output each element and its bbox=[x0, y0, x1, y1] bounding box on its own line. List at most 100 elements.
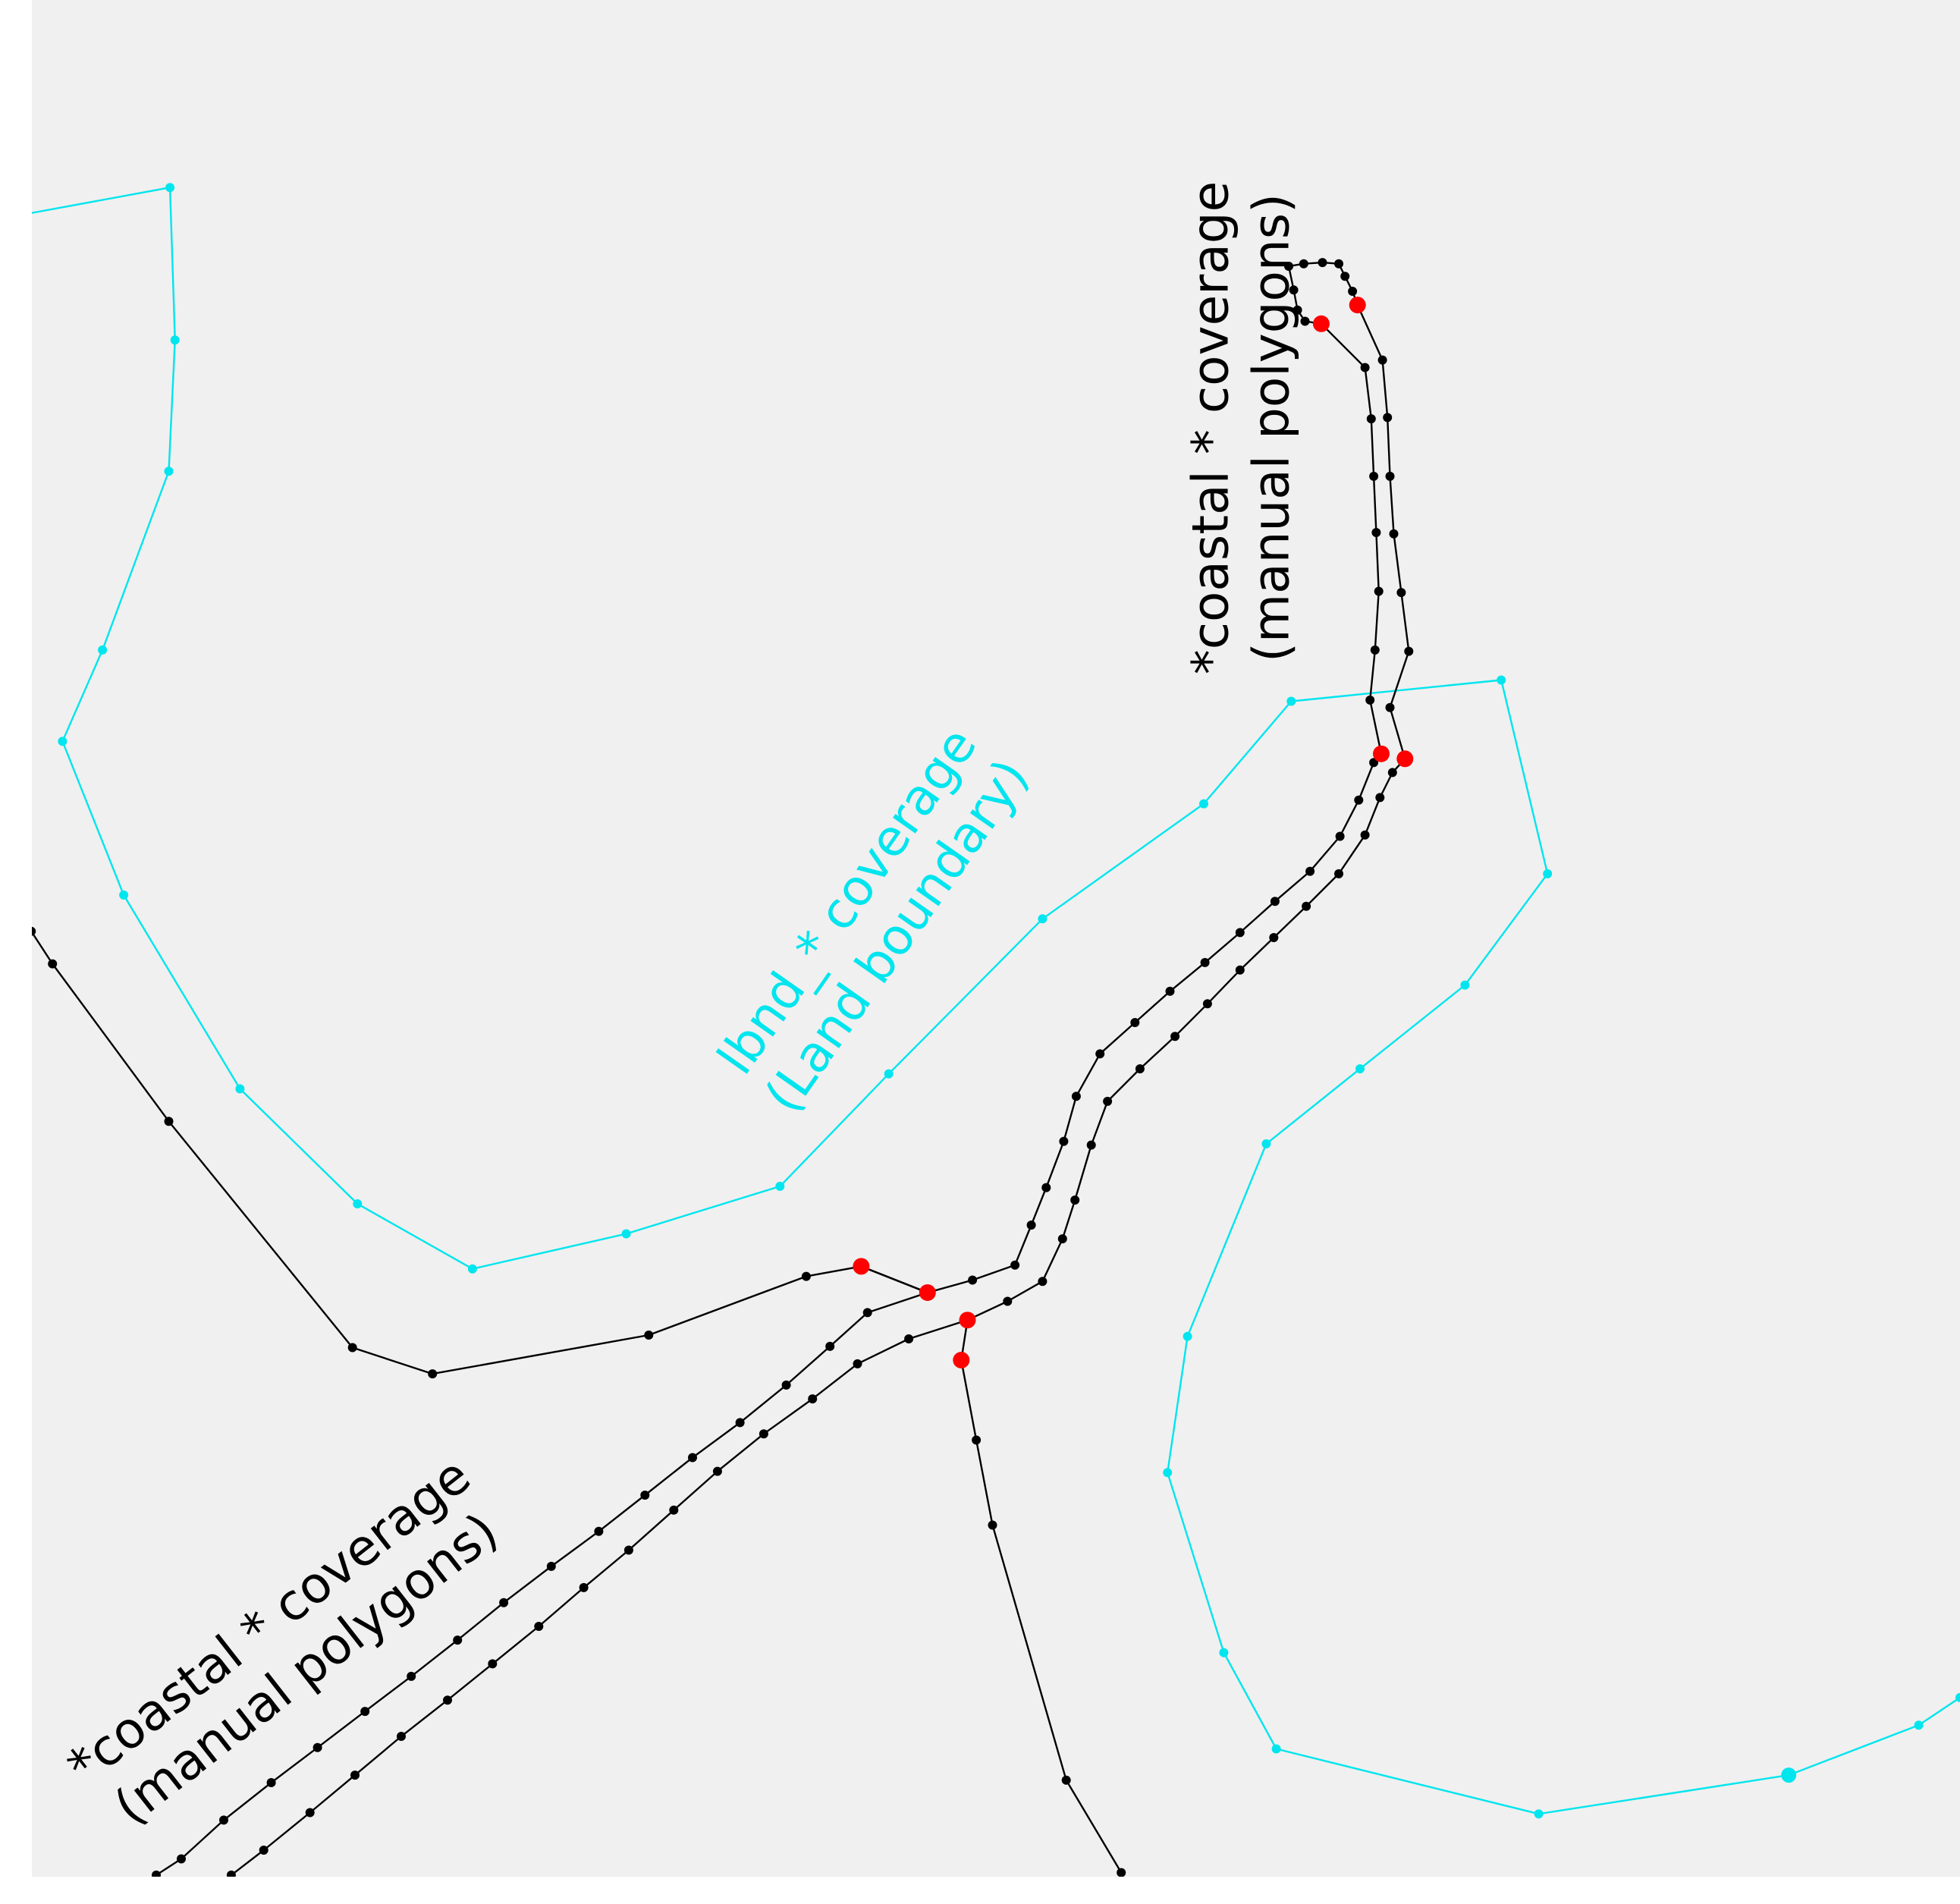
junction-node-vertex[interactable] bbox=[919, 1284, 936, 1301]
coastal-channel-bank-a-vertex[interactable] bbox=[1095, 1049, 1105, 1059]
land-boundary-line-vertex[interactable] bbox=[1219, 1648, 1229, 1657]
coastal-channel-bank-a-vertex[interactable] bbox=[1165, 986, 1175, 996]
coastal-diagonal-bank-2-vertex[interactable] bbox=[488, 1659, 498, 1669]
land-boundary-line-vertex[interactable] bbox=[1534, 1809, 1544, 1819]
coastal-diagonal-bank-1-vertex[interactable] bbox=[313, 1742, 322, 1752]
land-boundary-line-vertex[interactable] bbox=[1355, 1064, 1365, 1073]
coastal-line-west-vertex[interactable] bbox=[48, 959, 58, 969]
coastal-channel-bank-a-vertex[interactable] bbox=[1059, 1136, 1069, 1146]
land-boundary-line-vertex[interactable] bbox=[98, 645, 108, 655]
junction-node-vertex[interactable] bbox=[1349, 297, 1366, 314]
coastal-line-west-vertex[interactable] bbox=[428, 1369, 438, 1379]
land-boundary-line-vertex[interactable] bbox=[164, 467, 174, 476]
coastal-channel-bank-a-vertex[interactable] bbox=[1026, 1221, 1036, 1230]
coastal-channel-bank-a-vertex[interactable] bbox=[1305, 866, 1315, 876]
coastal-diagonal-bank-2-vertex[interactable] bbox=[226, 1870, 236, 1877]
coastal-diagonal-bank-2-vertex[interactable] bbox=[305, 1808, 315, 1818]
coastal-diagonal-bank-2-vertex[interactable] bbox=[669, 1505, 679, 1515]
land-boundary-line-vertex[interactable] bbox=[1199, 799, 1208, 809]
coastal-inlet-west-bank-vertex[interactable] bbox=[1365, 695, 1375, 705]
coastal-inlet-west-bank-vertex[interactable] bbox=[1369, 471, 1379, 481]
coastal-diagonal-bank-2-vertex[interactable] bbox=[759, 1429, 768, 1439]
coastal-inlet-west-bank-vertex[interactable] bbox=[1370, 645, 1380, 655]
land-boundary-line-vertex[interactable] bbox=[1955, 1692, 1960, 1702]
junction-node-vertex[interactable] bbox=[1312, 315, 1330, 332]
coastal-diagonal-bank-1[interactable] bbox=[155, 1291, 928, 1876]
coastal-diagonal-bank-2-vertex[interactable] bbox=[712, 1466, 722, 1476]
coastal-diagonal-bank-1-vertex[interactable] bbox=[266, 1778, 276, 1787]
coastal-inlet-east-bank-vertex[interactable] bbox=[1377, 355, 1387, 365]
coastal-diagonal-bank-1-vertex[interactable] bbox=[825, 1341, 835, 1351]
land-boundary-line-vertex[interactable] bbox=[353, 1199, 363, 1208]
coastal-diagonal-bank-1-vertex[interactable] bbox=[862, 1308, 872, 1318]
coastal-channel-bank-b-vertex[interactable] bbox=[1235, 965, 1245, 975]
junction-node-vertex[interactable] bbox=[853, 1258, 870, 1275]
coastal-channel-bank-b-vertex[interactable] bbox=[1038, 1277, 1048, 1287]
coastal-channel-bank-b[interactable] bbox=[966, 758, 1406, 1321]
coastal-diagonal-bank-1-vertex[interactable] bbox=[735, 1418, 745, 1428]
land-boundary-line-vertex[interactable] bbox=[170, 335, 180, 345]
coastal-diagonal-bank-1-vertex[interactable] bbox=[781, 1380, 791, 1390]
map-drawing[interactable] bbox=[32, 0, 1960, 1877]
coastal-diagonal-bank-2-vertex[interactable] bbox=[904, 1334, 914, 1343]
coastal-south-line-vertex[interactable] bbox=[1061, 1775, 1071, 1785]
coastal-channel-bank-a-vertex[interactable] bbox=[968, 1275, 978, 1285]
coastal-inlet-head-vertex[interactable] bbox=[1348, 287, 1358, 296]
coastal-channel-bank-a-vertex[interactable] bbox=[1235, 928, 1245, 938]
coastal-channel-bank-a-vertex[interactable] bbox=[1041, 1183, 1051, 1192]
coastal-diagonal-bank-1-vertex[interactable] bbox=[219, 1815, 228, 1825]
land-boundary-line-vertex[interactable] bbox=[775, 1181, 785, 1191]
junction-node-vertex[interactable] bbox=[959, 1312, 976, 1329]
coastal-channel-bank-b-vertex[interactable] bbox=[1360, 830, 1370, 840]
junction-node-vertex[interactable] bbox=[953, 1352, 970, 1368]
coastal-inlet-east-bank-vertex[interactable] bbox=[1396, 588, 1406, 598]
land-boundary-line-vertex[interactable] bbox=[1271, 1744, 1281, 1754]
coastal-inlet-head-vertex[interactable] bbox=[1293, 305, 1302, 315]
coastal-inlet-east-bank-vertex[interactable] bbox=[1404, 646, 1414, 656]
land-boundary-line-vertex[interactable] bbox=[1183, 1331, 1192, 1341]
land-boundary-line-vertex[interactable] bbox=[1497, 675, 1506, 685]
coastal-diagonal-bank-2-vertex[interactable] bbox=[259, 1846, 269, 1855]
coastal-inlet-east-bank-vertex[interactable] bbox=[1385, 471, 1395, 481]
coastal-channel-bank-b-vertex[interactable] bbox=[1334, 869, 1343, 878]
coastal-line-west-vertex[interactable] bbox=[164, 1117, 174, 1126]
land-boundary-line-vertex[interactable] bbox=[119, 890, 129, 900]
coastal-inlet-head-vertex[interactable] bbox=[1289, 285, 1299, 295]
coastal-inlet-east-bank-vertex[interactable] bbox=[1385, 702, 1395, 712]
land-boundary-line-vertex[interactable] bbox=[884, 1069, 894, 1079]
coastal-channel-bank-a-vertex[interactable] bbox=[1335, 831, 1345, 841]
coastal-channel-bank-b-vertex[interactable] bbox=[1003, 1296, 1013, 1306]
coastal-channel-bank-a-vertex[interactable] bbox=[1130, 1018, 1140, 1027]
coastal-channel-bank-a-vertex[interactable] bbox=[1369, 758, 1379, 768]
coastal-line-west-vertex[interactable] bbox=[32, 926, 36, 936]
land-boundary-line-vertex[interactable] bbox=[1460, 980, 1470, 990]
coastal-diagonal-bank-1-vertex[interactable] bbox=[594, 1526, 604, 1536]
coastal-south-line-vertex[interactable] bbox=[1117, 1868, 1126, 1877]
coastal-channel-bank-b-vertex[interactable] bbox=[1202, 999, 1212, 1009]
coastal-line-west-vertex[interactable] bbox=[644, 1331, 654, 1340]
coastal-diagonal-bank-1-vertex[interactable] bbox=[499, 1598, 509, 1607]
coastal-diagonal-bank-1-vertex[interactable] bbox=[640, 1491, 650, 1500]
coastal-inlet-west-bank-vertex[interactable] bbox=[1371, 528, 1381, 537]
coastal-diagonal-bank-2-vertex[interactable] bbox=[534, 1622, 544, 1631]
coastal-diagonal-bank-2-vertex[interactable] bbox=[623, 1545, 633, 1555]
coastal-channel-bank-b-vertex[interactable] bbox=[1375, 793, 1385, 803]
coastal-inlet-head-vertex[interactable] bbox=[1340, 272, 1350, 281]
coastal-diagonal-bank-1-vertex[interactable] bbox=[453, 1635, 463, 1645]
coastal-diagonal-bank-1-vertex[interactable] bbox=[688, 1453, 697, 1463]
coastal-inlet-east-bank-vertex[interactable] bbox=[1389, 529, 1399, 539]
coastal-inlet-west-bank-vertex[interactable] bbox=[1374, 586, 1384, 596]
coastal-diagonal-bank-2-vertex[interactable] bbox=[443, 1695, 452, 1705]
coastal-channel-bank-a-vertex[interactable] bbox=[1071, 1092, 1081, 1101]
coastal-south-line-vertex[interactable] bbox=[988, 1520, 997, 1530]
coastal-diagonal-bank-2-vertex[interactable] bbox=[579, 1582, 589, 1592]
land-boundary-line-vertex[interactable] bbox=[1914, 1720, 1924, 1730]
coastal-inlet-head-vertex[interactable] bbox=[1284, 262, 1293, 271]
coastal-channel-bank-a-vertex[interactable] bbox=[1200, 957, 1210, 967]
land-boundary-line-vertex[interactable] bbox=[1261, 1139, 1271, 1148]
land-boundary-line-vertex[interactable] bbox=[1286, 696, 1296, 706]
coastal-channel-bank-b-vertex[interactable] bbox=[1103, 1096, 1113, 1106]
coastal-channel-bank-a-vertex[interactable] bbox=[1354, 795, 1364, 805]
coastal-inlet-head-vertex[interactable] bbox=[1300, 316, 1310, 326]
coastal-channel-bank-a-vertex[interactable] bbox=[1270, 897, 1280, 906]
